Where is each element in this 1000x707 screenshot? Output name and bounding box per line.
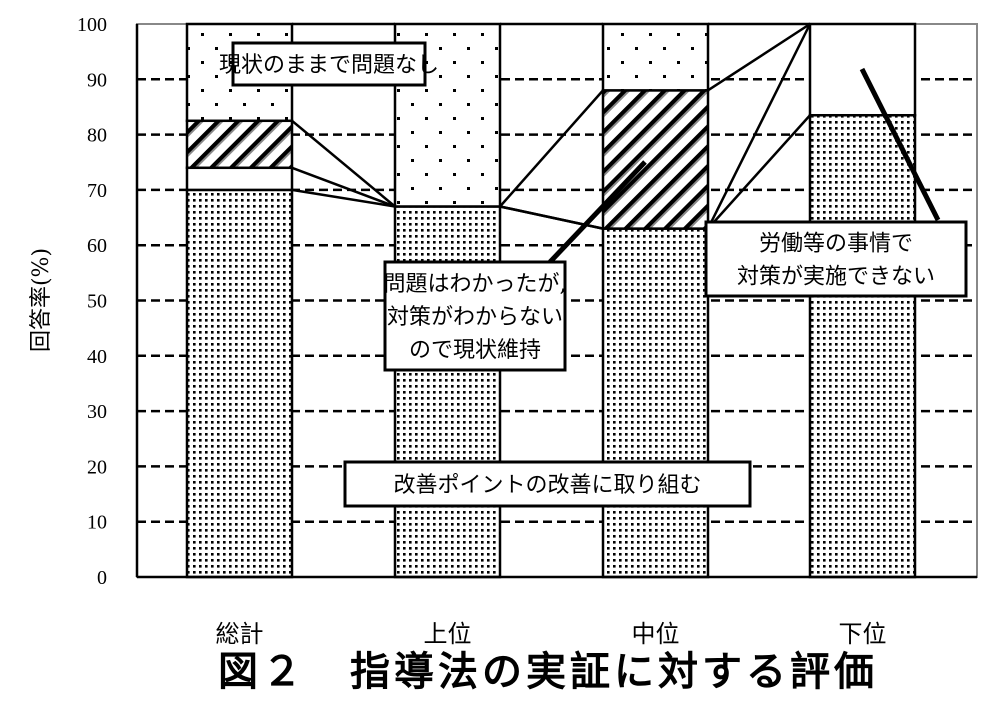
annotation-box xyxy=(383,260,567,372)
x-tick-label: 下位 xyxy=(839,620,887,648)
bar-segment xyxy=(601,227,710,579)
y-tick-label: 100 xyxy=(77,14,107,36)
leader-line xyxy=(548,160,647,264)
series-line xyxy=(291,166,396,208)
series-line xyxy=(707,22,811,92)
y-tick-label: 50 xyxy=(87,291,107,313)
bar-segment xyxy=(601,22,710,92)
y-tick-label: 60 xyxy=(87,235,107,257)
y-tick-label: 20 xyxy=(87,456,107,478)
x-tick-label: 総計 xyxy=(216,620,264,648)
annotation-label: 対策が実施できない xyxy=(737,265,935,290)
annotation-label: 労働等の事情で xyxy=(759,232,913,257)
bar-segment xyxy=(393,22,502,208)
bar-segment xyxy=(808,113,917,579)
x-tick-label: 上位 xyxy=(424,620,472,648)
series-line xyxy=(499,89,604,208)
y-tick-label: 0 xyxy=(97,567,107,589)
bar-segment xyxy=(185,119,294,170)
leader-line xyxy=(859,67,941,222)
annotation-label: 現状のままで問題なし xyxy=(219,53,439,78)
series-line xyxy=(291,119,396,208)
y-tick-label: 80 xyxy=(87,125,107,147)
x-tick-label: 中位 xyxy=(632,620,680,648)
y-tick-label: 30 xyxy=(87,401,107,423)
y-tick-label: 40 xyxy=(87,346,107,368)
annotation-box xyxy=(231,41,427,87)
bar-segment xyxy=(185,188,294,579)
annotation-label: ので現状維持 xyxy=(409,338,541,363)
annotation-box xyxy=(704,220,968,298)
chart-title: 図２ 指導法の実証に対する評価 xyxy=(218,649,878,695)
bar-segment xyxy=(601,89,710,230)
bar-segment xyxy=(185,166,294,192)
y-tick-label: 10 xyxy=(87,512,107,534)
series-line xyxy=(707,114,811,230)
annotation-label: 対策がわからない xyxy=(387,305,563,330)
annotation-box xyxy=(343,460,752,508)
y-tick-label: 70 xyxy=(87,180,107,202)
annotation-label: 改善ポイントの改善に取り組む xyxy=(393,473,701,498)
y-tick-label: 90 xyxy=(87,69,107,91)
y-axis-label: 回答率(%) xyxy=(29,248,54,352)
series-line xyxy=(706,23,812,230)
series-line xyxy=(291,188,396,208)
bar-segment xyxy=(808,22,917,117)
annotation-label: 問題はわかったが, xyxy=(384,272,567,297)
